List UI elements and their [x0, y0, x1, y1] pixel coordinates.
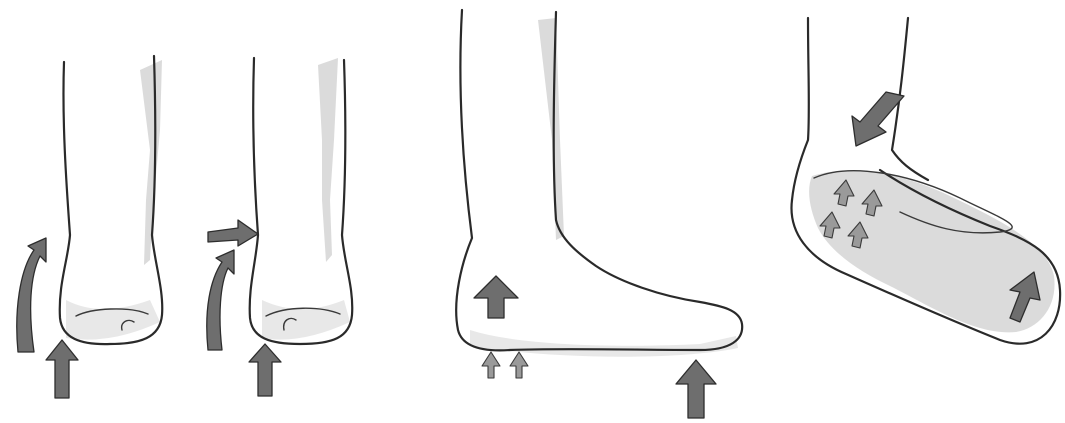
small-up-arrow-2 [510, 352, 528, 378]
foot-side-view [456, 10, 742, 418]
leg-shading [318, 58, 338, 262]
leg-outline [792, 18, 809, 200]
curved-arrow [207, 250, 234, 350]
foot-sole-view [791, 18, 1060, 344]
heel-rear-view-left [17, 56, 162, 398]
sole-shading [470, 330, 738, 357]
heel-rear-view-right [207, 58, 352, 396]
small-up-arrow-1 [482, 352, 500, 378]
forefoot-up-arrow [676, 360, 716, 418]
leg-outline [250, 58, 353, 344]
right-arrow [208, 220, 258, 246]
heel-shading [66, 300, 160, 340]
up-arrow [249, 344, 281, 396]
curved-arrow [17, 238, 46, 352]
up-arrow [46, 340, 78, 398]
heel-up-arrow [474, 276, 518, 318]
heel-shading [262, 300, 350, 340]
leg-shading [538, 18, 564, 240]
